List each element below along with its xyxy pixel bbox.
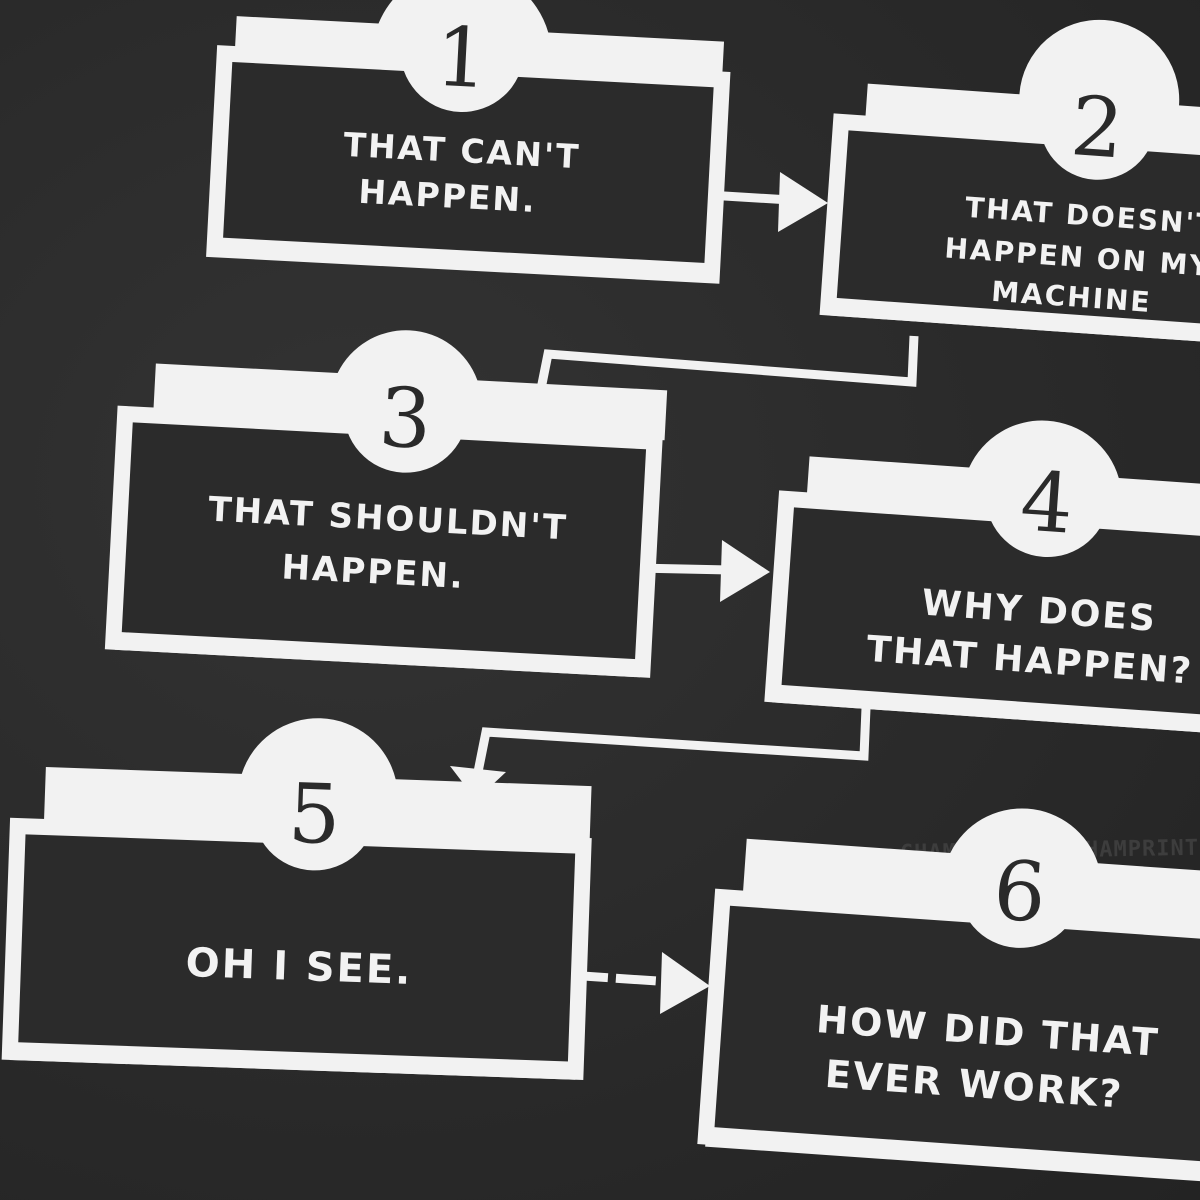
step-3: 3 THAT SHOULDN'T HAPPEN. [104, 330, 668, 678]
arrowhead-1-2 [778, 172, 828, 232]
step-4: 4 WHY DOES THAT HAPPEN? [764, 420, 1200, 735]
step-4-base [772, 684, 1200, 734]
step-5-number: 5 [287, 767, 342, 864]
step-6-badge [958, 823, 1083, 948]
step-6-number: 6 [990, 843, 1049, 941]
step-3-base [114, 631, 642, 678]
step-2-badge [1039, 63, 1156, 180]
step-1-line-2: HAPPEN. [358, 172, 538, 220]
step-5: 5 OH I SEE. [1, 718, 592, 1080]
step-6-base [705, 1126, 1200, 1183]
step-1-number: 1 [433, 10, 490, 108]
arrowhead-5-6 [660, 952, 710, 1014]
step-2-number: 2 [1068, 79, 1127, 177]
step-3-line-2: HAPPEN. [281, 547, 466, 597]
step-5-base [9, 1041, 576, 1080]
step-4-badge [985, 433, 1110, 558]
step-5-badge [252, 746, 377, 871]
step-1: 1 THAT CAN'T HAPPEN. [206, 0, 731, 284]
step-6: 6 HOW DID THAT EVER WORK? [697, 808, 1200, 1183]
step-2-base [827, 297, 1200, 344]
step-2: 2 THAT DOESN'T HAPPEN ON MY MACHINE [819, 19, 1200, 344]
connector-4-5 [473, 707, 871, 773]
step-1-badge [400, 0, 525, 112]
arrowhead-3-4 [720, 540, 770, 602]
step-3-badge [343, 348, 468, 473]
step-3-number: 3 [377, 370, 434, 468]
step-4-number: 4 [1018, 454, 1077, 552]
connector-2-3 [535, 335, 919, 395]
step-1-base [216, 237, 711, 282]
step-5-line-1: OH I SEE. [185, 940, 413, 994]
